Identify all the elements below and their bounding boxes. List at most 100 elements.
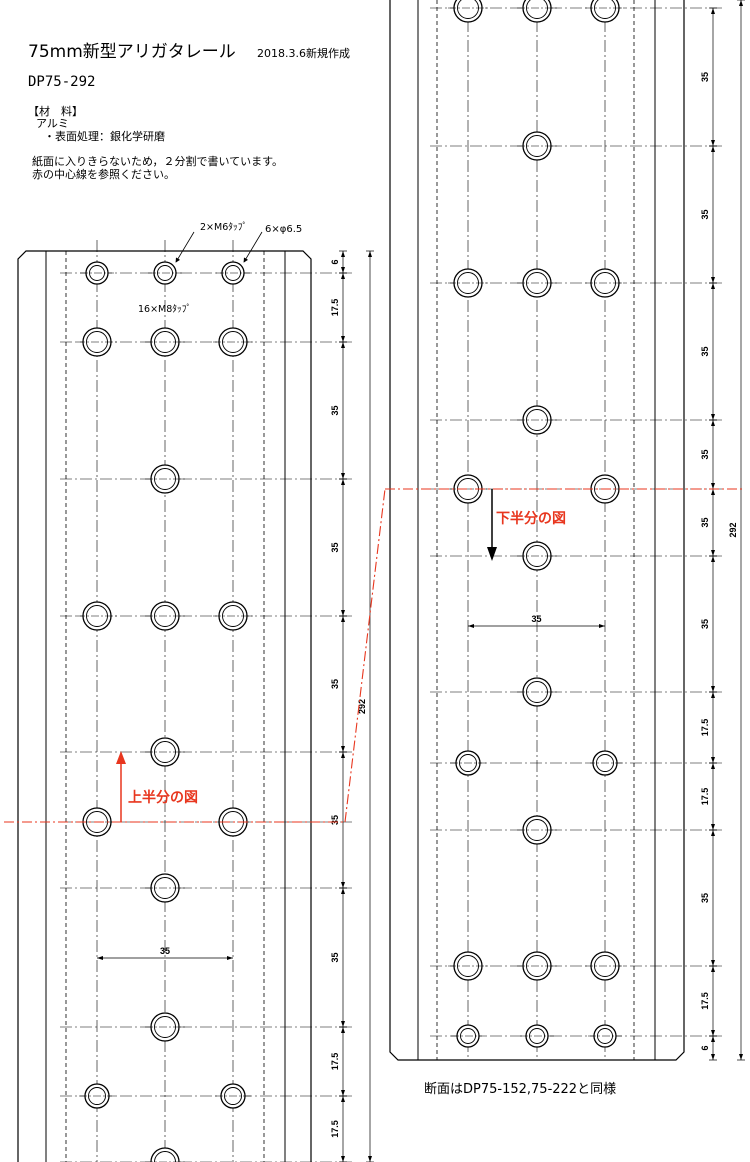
dimension-value: 292 bbox=[728, 522, 738, 537]
dimension: 35 bbox=[700, 419, 717, 490]
m8-tap-hole bbox=[145, 1147, 185, 1162]
m8-tap-hole bbox=[213, 601, 253, 631]
bottom-row-hole bbox=[520, 1024, 554, 1048]
m8-tap-hole bbox=[145, 327, 185, 357]
dimension: 35 bbox=[700, 145, 717, 284]
dimension-value: 35 bbox=[330, 679, 340, 689]
lower-half-arrow bbox=[487, 489, 497, 561]
dimension-value: 35 bbox=[700, 619, 710, 629]
dimension-value: 35 bbox=[700, 893, 710, 903]
creation-date: 2018.3.6新規作成 bbox=[257, 47, 350, 60]
pitch-dimension: 35 bbox=[97, 946, 233, 960]
m8-tap-hole bbox=[517, 268, 557, 298]
lower-half-label: 下半分の図 bbox=[496, 511, 566, 527]
dimension-value: 35 bbox=[330, 815, 340, 825]
m8-tap-hole bbox=[585, 951, 625, 981]
part-number: DP75-292 bbox=[28, 74, 96, 90]
m8-tap-hole bbox=[585, 268, 625, 298]
surface-treatment: ・表面処理：銀化学研磨 bbox=[44, 130, 165, 143]
note-line-1: 紙面に入りきらないため，２分割で書いています。 bbox=[32, 155, 284, 168]
through-hole bbox=[215, 1083, 251, 1109]
top-row-hole bbox=[148, 261, 182, 285]
upper-half-view bbox=[17, 240, 312, 1162]
dimension-value: 17.5 bbox=[700, 719, 710, 737]
material-heading: 【材 料】 bbox=[28, 105, 83, 118]
dimension-value: 35 bbox=[700, 449, 710, 459]
lower-half-holes bbox=[430, 0, 724, 1048]
dimension-value: 35 bbox=[700, 346, 710, 356]
join-centerline bbox=[4, 488, 742, 823]
m8-tap-callout: 16×M8ﾀｯﾌﾟ bbox=[138, 304, 192, 315]
m8-tap-hole bbox=[517, 815, 557, 845]
m8-tap-hole bbox=[213, 327, 253, 357]
m8-tap-hole bbox=[517, 541, 557, 571]
m8-tap-hole bbox=[517, 0, 557, 23]
upper-half-label: 上半分の図 bbox=[128, 790, 198, 806]
callout-leaders bbox=[175, 231, 263, 263]
lower-half-view bbox=[389, 0, 685, 1061]
dimension: 35 bbox=[330, 341, 347, 480]
dimension: 35 bbox=[330, 615, 347, 753]
upper-half-dimensions: 6 17.5 35 35 35 35 35 17.5 17.5 292 35 bbox=[97, 250, 374, 1162]
drawing-title: 75mm新型アリガタレール bbox=[28, 42, 236, 62]
dimension: 35 bbox=[700, 282, 717, 421]
dimension: 17.5 bbox=[700, 762, 717, 831]
dimension: 35 bbox=[700, 7, 717, 147]
through-hole bbox=[79, 1083, 115, 1109]
dimension: 17.5 bbox=[330, 1095, 347, 1162]
note-line-2: 赤の中心線を参照ください。 bbox=[32, 168, 175, 181]
dimension: 35 bbox=[330, 478, 347, 617]
dimension: 292 bbox=[728, 0, 745, 1061]
dimension: 6 bbox=[700, 1035, 717, 1061]
dimension: 17.5 bbox=[700, 965, 717, 1037]
m8-tap-hole bbox=[145, 1012, 185, 1042]
through-hole bbox=[587, 750, 623, 776]
through-hole-callout: 6×φ6.5 bbox=[265, 224, 303, 235]
dimension-value: 17.5 bbox=[330, 299, 340, 317]
m8-tap-hole bbox=[517, 405, 557, 435]
upper-half-holes bbox=[60, 261, 355, 1162]
lower-half-dimensions: 35 35 35 35 35 35 17.5 17.5 35 17.5 6 292 35 bbox=[468, 0, 745, 1061]
m8-tap-hole bbox=[145, 737, 185, 767]
m8-tap-hole bbox=[77, 327, 117, 357]
material-name: アルミ bbox=[36, 117, 69, 130]
m8-tap-hole bbox=[145, 873, 185, 903]
pitch-dimension: 35 bbox=[468, 614, 605, 628]
section-note: 断面はDP75-152,75-222と同様 bbox=[424, 1082, 617, 1097]
dimension: 35 bbox=[700, 488, 717, 557]
dimension: 35 bbox=[700, 829, 717, 967]
dimension-value: 35 bbox=[330, 542, 340, 552]
dimension-value: 17.5 bbox=[700, 992, 710, 1010]
dimension-value: 35 bbox=[330, 952, 340, 962]
dimension-value: 17.5 bbox=[700, 788, 710, 806]
dimension-value: 35 bbox=[330, 405, 340, 415]
dimension: 17.5 bbox=[330, 272, 347, 343]
dimension: 35 bbox=[330, 751, 347, 889]
m8-tap-hole bbox=[448, 951, 488, 981]
m8-tap-hole bbox=[77, 601, 117, 631]
upper-half-arrow bbox=[116, 751, 126, 822]
dimension-value: 35 bbox=[700, 517, 710, 527]
dimension-value: 6 bbox=[330, 259, 340, 264]
m8-tap-hole bbox=[517, 677, 557, 707]
dimension: 35 bbox=[700, 555, 717, 693]
bottom-row-hole bbox=[588, 1024, 622, 1048]
dimension-value: 35 bbox=[700, 209, 710, 219]
bottom-row-hole bbox=[451, 1024, 485, 1048]
m8-tap-hole bbox=[145, 464, 185, 494]
pitch-value: 35 bbox=[160, 946, 170, 956]
m6-tap-callout: 2×M6ﾀｯﾌﾟ bbox=[200, 222, 248, 233]
m8-tap-hole bbox=[448, 0, 488, 23]
dimension: 292 bbox=[357, 250, 374, 1162]
dimension-value: 35 bbox=[700, 72, 710, 82]
dimension: 6 bbox=[330, 250, 347, 274]
m8-tap-hole bbox=[145, 601, 185, 631]
dimension: 17.5 bbox=[330, 1026, 347, 1097]
top-row-hole bbox=[80, 261, 114, 285]
through-hole bbox=[450, 750, 486, 776]
dimension-value: 17.5 bbox=[330, 1053, 340, 1071]
dimension: 35 bbox=[330, 887, 347, 1028]
m8-tap-hole bbox=[517, 951, 557, 981]
dimension: 17.5 bbox=[700, 691, 717, 764]
m8-tap-hole bbox=[517, 131, 557, 161]
